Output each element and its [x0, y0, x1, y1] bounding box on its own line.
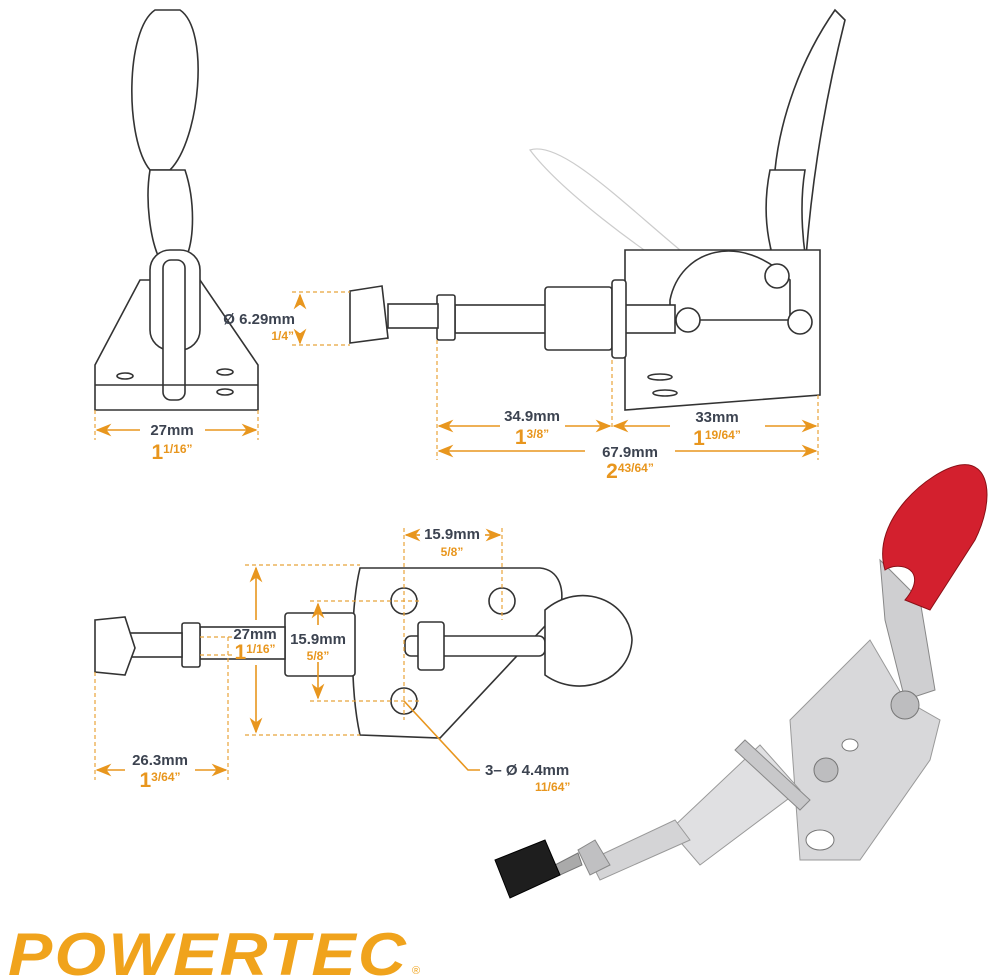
front-view-drawing	[94, 9, 259, 440]
top-view-drawing	[94, 528, 633, 780]
plunger-length-mm: 34.9mm	[504, 408, 560, 425]
stroke-mm: 26.3mm	[132, 752, 188, 769]
stroke-in: 13/64”	[139, 769, 180, 792]
front-width-mm: 27mm	[150, 422, 193, 439]
body-length-in: 119/64”	[693, 427, 741, 450]
thread-diameter-in: 1/4”	[271, 329, 294, 343]
front-width-in: 11/16”	[151, 441, 192, 464]
hole-vertical-in: 5/8”	[307, 649, 330, 663]
registered-mark: ®	[412, 965, 420, 977]
thread-diameter-mm: Ø 6.29mm	[223, 311, 295, 328]
hole-vertical-mm: 15.9mm	[290, 631, 346, 648]
mount-holes-in: 11/64”	[535, 780, 570, 794]
total-length-mm: 67.9mm	[602, 444, 658, 461]
powertec-logo: POWERTEC ®	[8, 921, 420, 980]
base-width-in: 11/16”	[234, 641, 275, 664]
product-photo	[494, 464, 988, 899]
hole-spacing-in: 5/8”	[441, 545, 464, 559]
total-length-in: 243/64”	[606, 460, 654, 483]
side-view-drawing	[292, 8, 846, 460]
base-width-mm: 27mm	[233, 626, 276, 643]
logo-text: POWERTEC	[8, 921, 408, 980]
hole-spacing-mm: 15.9mm	[424, 526, 480, 543]
body-length-mm: 33mm	[695, 409, 738, 426]
plunger-length-in: 13/8”	[515, 426, 549, 449]
mount-holes-mm: 3– Ø 4.4mm	[485, 762, 569, 779]
